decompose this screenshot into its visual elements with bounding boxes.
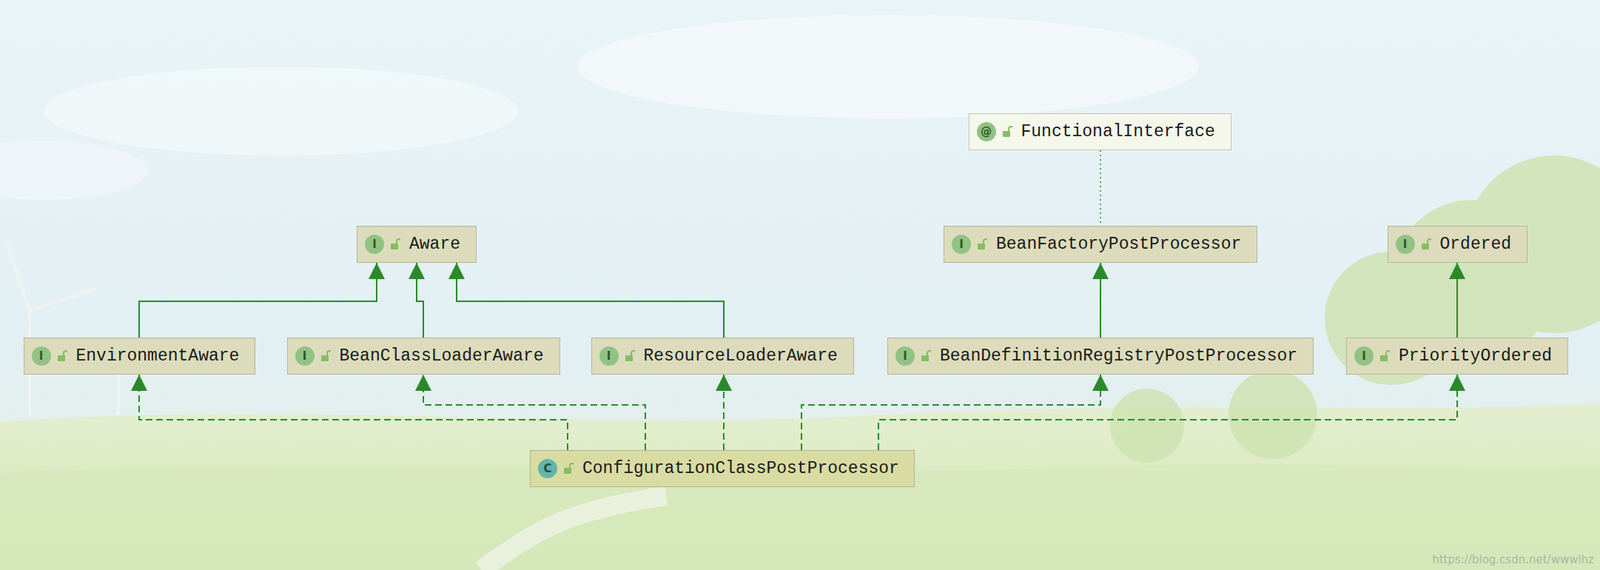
type-name: FunctionalInterface [1021, 122, 1216, 142]
visibility-icon [1379, 350, 1390, 362]
annotation-link [1099, 150, 1102, 226]
visibility-icon [1420, 238, 1432, 251]
interface-box: I EnvironmentAware [23, 337, 256, 375]
interface-box: I BeanDefinitionRegistryPostProcessor [887, 337, 1314, 375]
type-name: BeanDefinitionRegistryPostProcessor [939, 346, 1298, 366]
visibility-icon [563, 462, 574, 475]
visibility-icon [390, 238, 401, 251]
visibility-icon [320, 350, 331, 362]
interface-box: I Ordered [1387, 225, 1528, 263]
extends-arrow [139, 262, 377, 338]
type-icon: @ [976, 122, 997, 142]
extends-arrow [1456, 262, 1458, 338]
implements-arrow [139, 374, 568, 450]
type-name: Aware [409, 234, 461, 254]
interface-box: I BeanFactoryPostProcessor [943, 225, 1258, 263]
implements-arrow [878, 374, 1458, 450]
interface-box: I ResourceLoaderAware [591, 337, 855, 375]
type-name: PriorityOrdered [1398, 346, 1552, 366]
type-icon: I [31, 346, 52, 366]
type-name: EnvironmentAware [76, 346, 240, 366]
extends-arrow [1099, 262, 1102, 338]
visibility-icon [976, 238, 988, 251]
annotation-box: @ FunctionalInterface [968, 113, 1232, 151]
type-icon: I [364, 234, 385, 254]
class-box: C ConfigurationClassPostProcessor [529, 449, 915, 487]
visibility-icon [1002, 125, 1013, 138]
implements-arrow [423, 374, 646, 450]
interface-box: I BeanClassLoaderAware [287, 337, 561, 375]
type-icon: I [599, 346, 619, 366]
interface-box: I Aware [356, 225, 477, 263]
watermark: https://blog.csdn.net/wwwlhz [1432, 552, 1595, 567]
implements-arrow [801, 374, 1101, 450]
type-name: BeanFactoryPostProcessor [996, 234, 1242, 254]
type-icon: I [951, 234, 971, 254]
type-name: BeanClassLoaderAware [339, 346, 544, 366]
type-icon: I [295, 346, 315, 366]
type-name: ConfigurationClassPostProcessor [582, 458, 900, 479]
type-name: Ordered [1440, 234, 1512, 254]
visibility-icon [624, 350, 635, 362]
type-icon: I [895, 346, 915, 366]
visibility-icon [56, 350, 68, 362]
visibility-icon [920, 350, 931, 362]
type-icon: C [538, 458, 558, 479]
extends-arrow [416, 262, 424, 338]
type-icon: I [1395, 234, 1415, 254]
type-icon: I [1354, 346, 1374, 366]
implements-arrow [723, 374, 725, 450]
interface-box: I PriorityOrdered [1346, 337, 1569, 375]
extends-arrow [456, 262, 724, 338]
type-name: ResourceLoaderAware [643, 346, 838, 366]
